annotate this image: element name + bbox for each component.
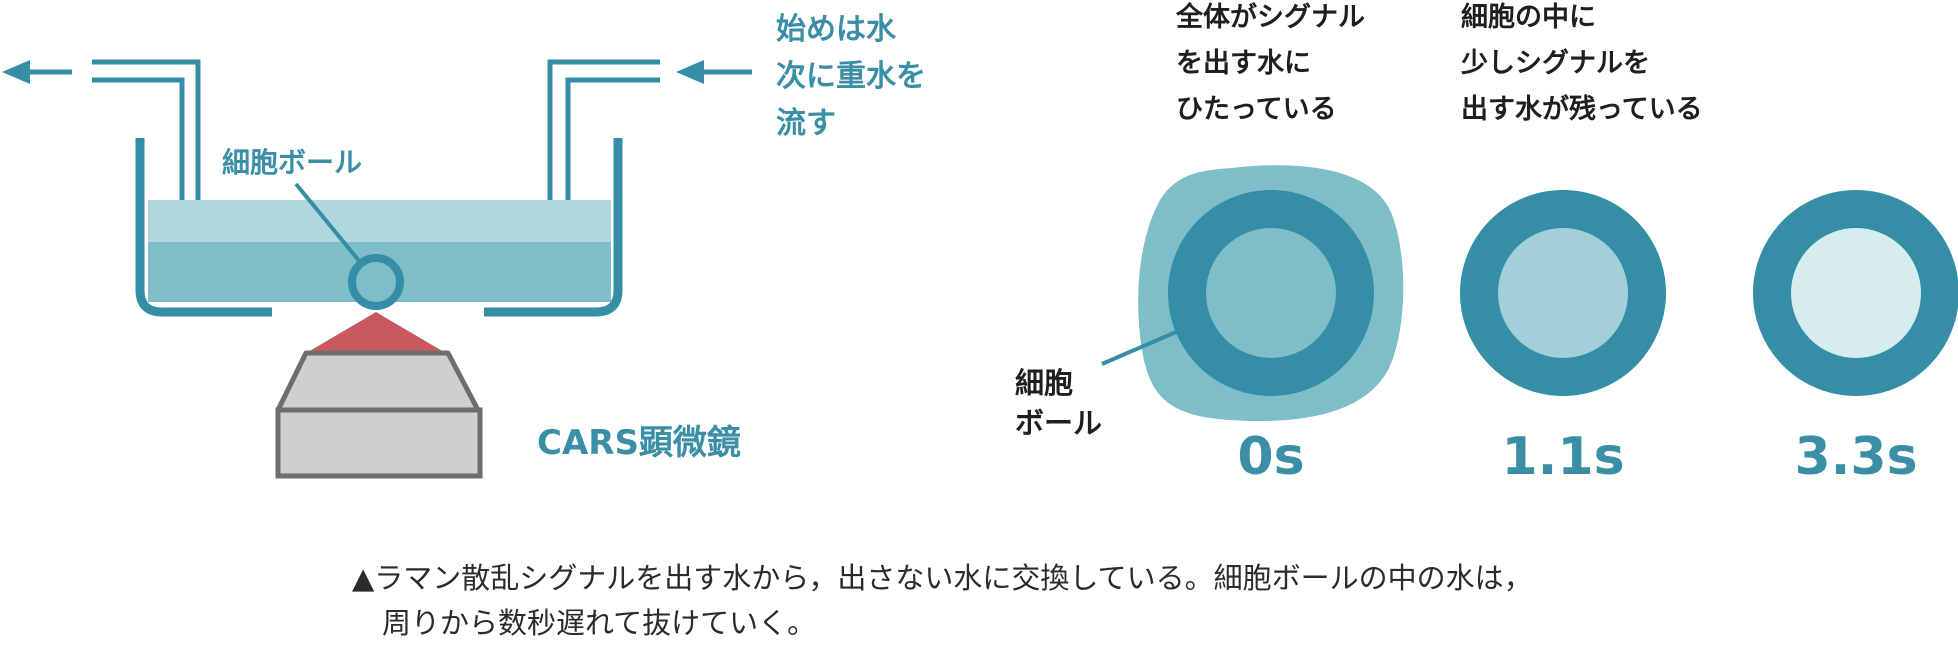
- inflow-arrow-icon: [676, 60, 752, 84]
- figure-caption: ▲ラマン散乱シグナルを出す水から，出さない水に交換している。細胞ボールの中の水は…: [352, 556, 1852, 646]
- state-later-note-line-3: 出す水が残っている: [1461, 93, 1703, 125]
- cell-ball-label-right-line-2: ボール: [1015, 406, 1102, 440]
- cell-ball-1-1s: [1460, 190, 1666, 396]
- state-later-note-line-2: 少しシグナルを: [1461, 47, 1650, 79]
- state-0s-note-line-3: ひたっている: [1176, 94, 1337, 125]
- cell-ball-3-3s: [1753, 190, 1958, 396]
- caption-line-1: ▲ラマン散乱シグナルを出す水から，出さない水に交換している。細胞ボールの中の水は…: [352, 561, 1533, 595]
- cell-ball-in-tank: [348, 254, 404, 310]
- cell-ball-label: 細胞ボール: [222, 146, 362, 179]
- outlet-pipe: [92, 59, 201, 200]
- cell-ball-label-right: 細胞 ボール: [1015, 366, 1102, 440]
- tank: [135, 138, 623, 317]
- cell-ball-label-right-line-1: 細胞: [1015, 366, 1073, 400]
- tank-water-top: [148, 200, 611, 242]
- flow-note-line-3: 流す: [776, 106, 836, 141]
- laser-beam: [308, 312, 444, 352]
- microscope-label: CARS顕微鏡: [537, 423, 741, 463]
- time-label-0s: 0s: [1237, 427, 1304, 487]
- flow-note: 始めは水 次に重水を 流す: [776, 12, 926, 141]
- cell-ball-leader-line-right: [1101, 330, 1177, 366]
- state-0s-note: 全体がシグナル を出す水に ひたっている: [1175, 1, 1365, 125]
- flow-note-line-2: 次に重水を: [776, 59, 926, 94]
- caption-line-2: 周りから数秒遅れて抜けていく。: [382, 606, 817, 640]
- flow-note-line-1: 始めは水: [776, 12, 897, 47]
- cell-ball-0s: [1168, 190, 1374, 396]
- outflow-arrow-icon: [2, 60, 72, 84]
- cell-ball-leader-line: [294, 182, 362, 264]
- state-later-note-line-1: 細胞の中に: [1461, 2, 1596, 33]
- microscope-icon: [275, 350, 483, 479]
- state-0s-note-line-2: を出す水に: [1176, 48, 1311, 79]
- state-later-note: 細胞の中に 少しシグナルを 出す水が残っている: [1461, 2, 1703, 125]
- time-label-1-1s: 1.1s: [1501, 427, 1624, 487]
- time-label-3-3s: 3.3s: [1794, 427, 1917, 487]
- inlet-pipe: [547, 59, 660, 200]
- state-0s-note-line-1: 全体がシグナル: [1175, 1, 1365, 33]
